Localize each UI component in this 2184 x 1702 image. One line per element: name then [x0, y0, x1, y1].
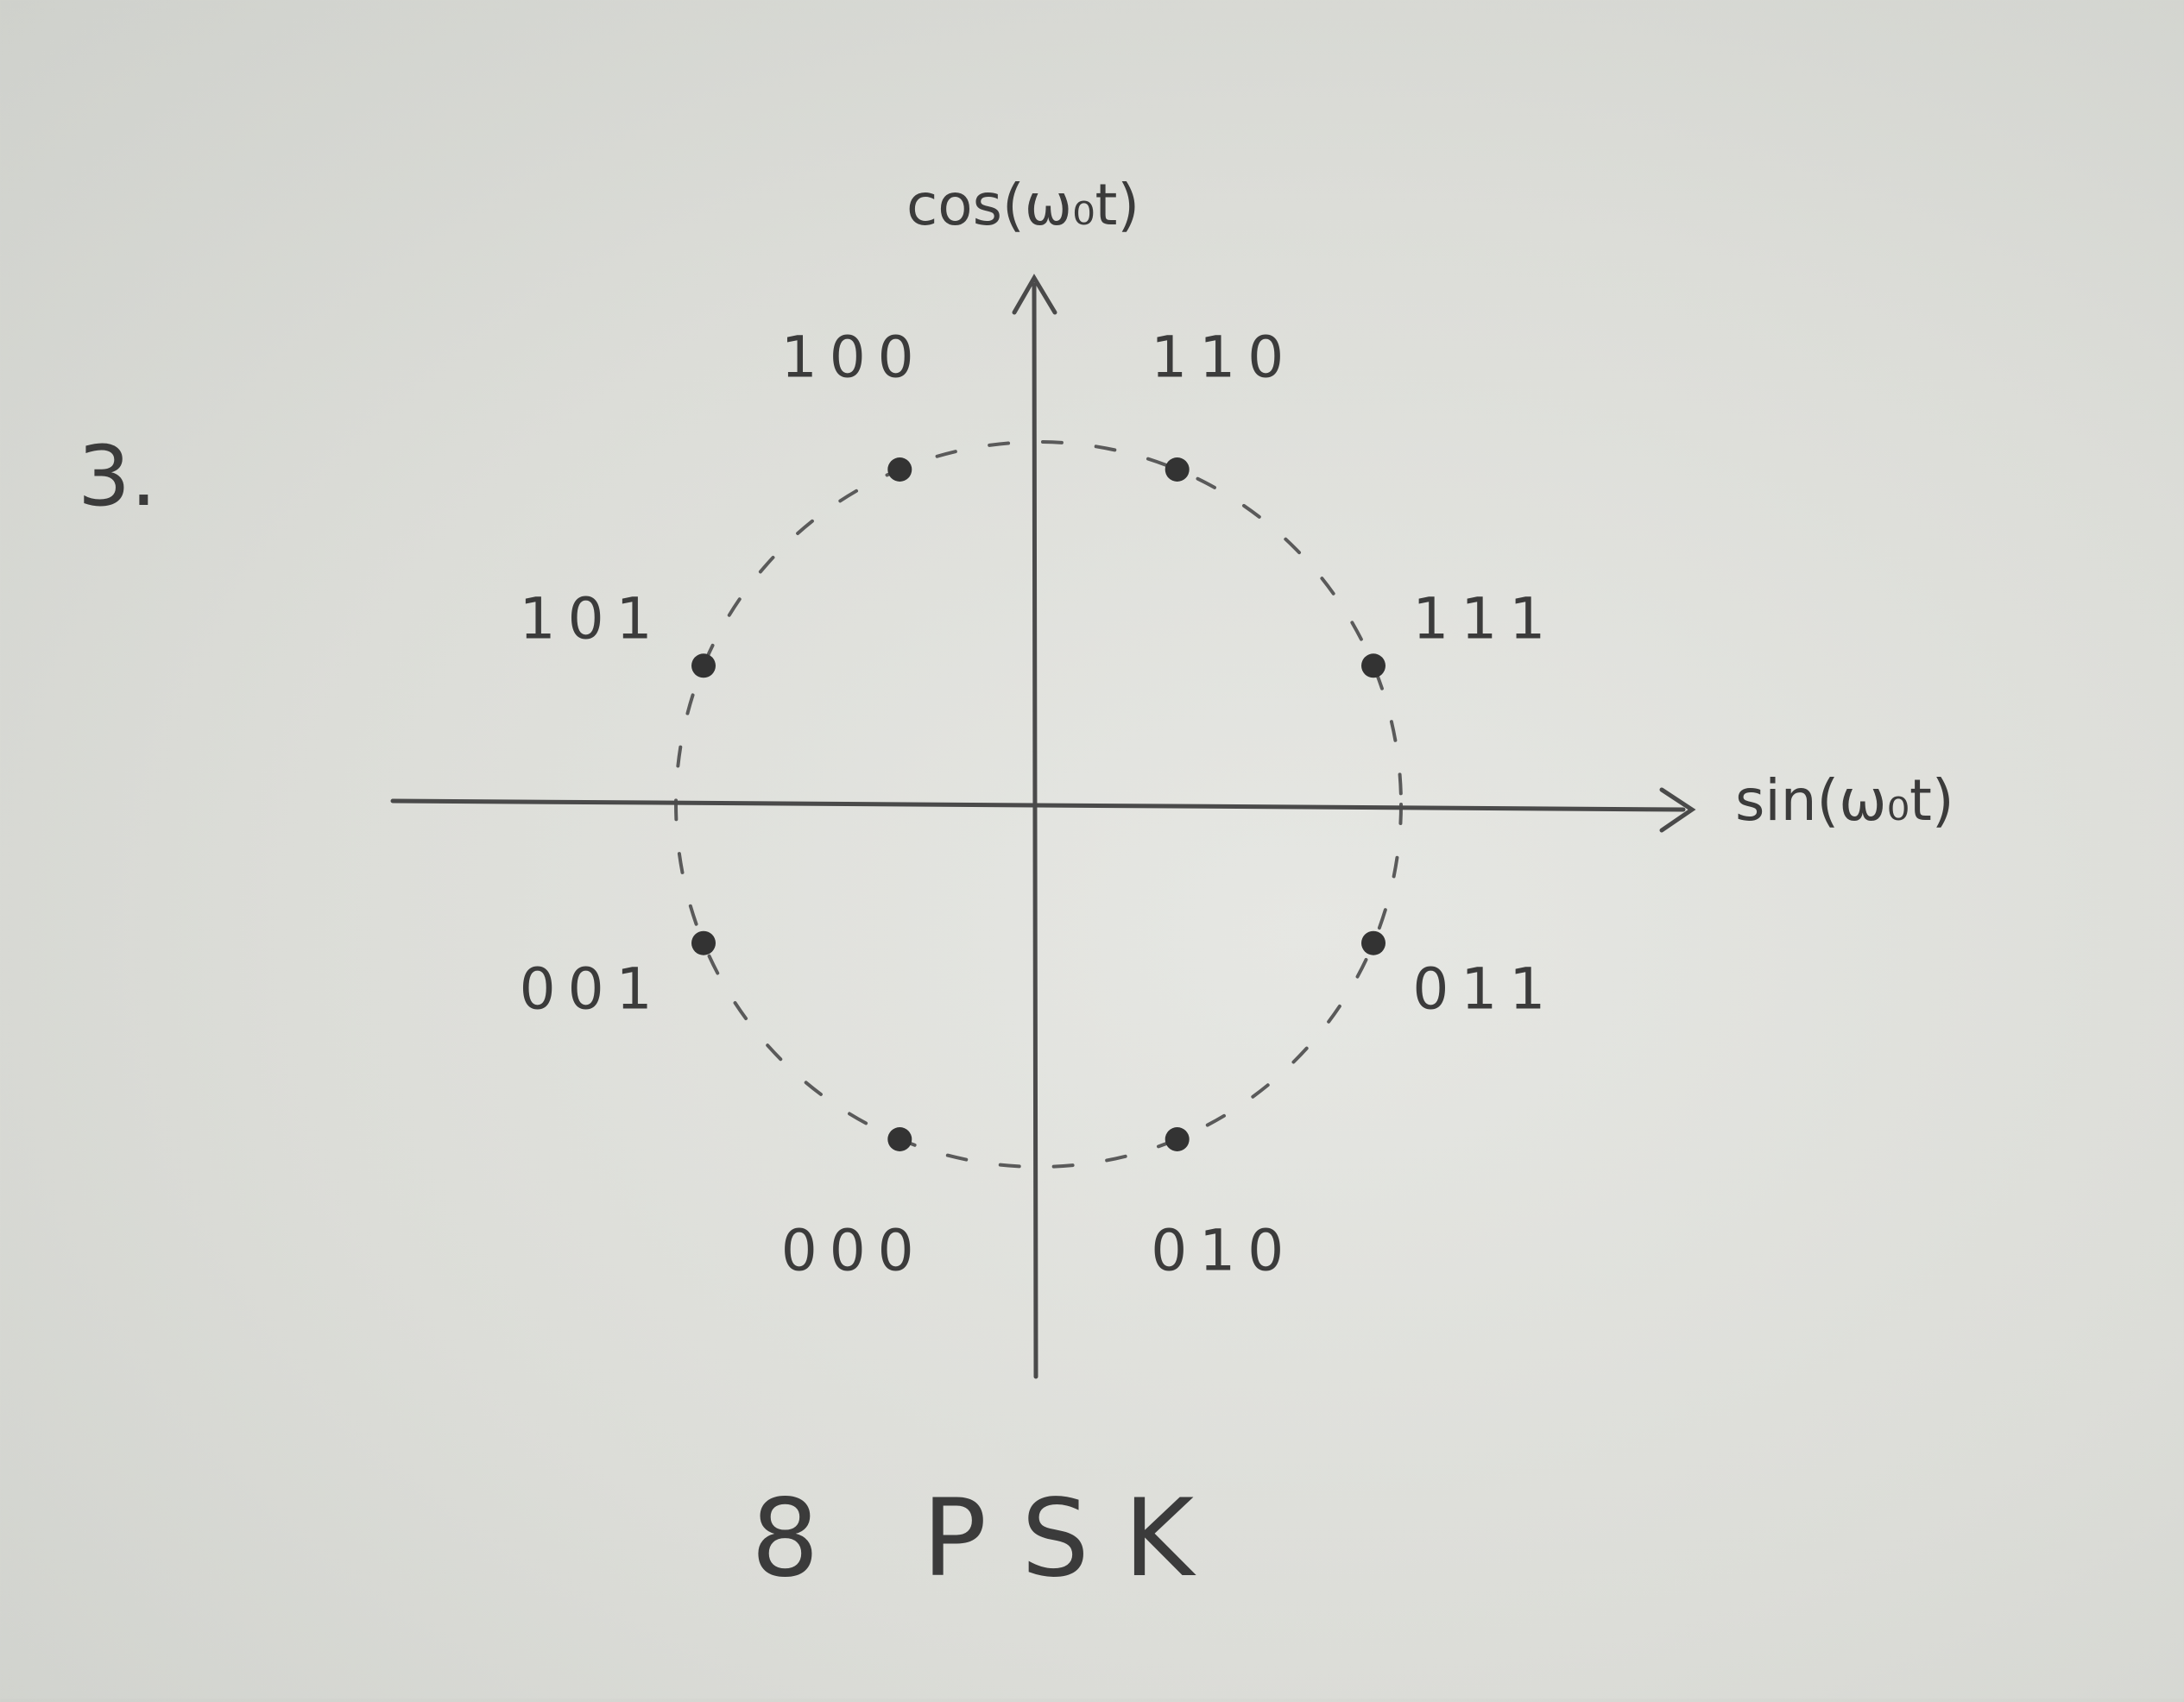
- constellation-label: 000: [781, 1217, 926, 1283]
- vertical-axis: [1012, 274, 1057, 1379]
- constellation-label: 001: [520, 955, 665, 1022]
- constellation-point: [1361, 653, 1386, 678]
- constellation-point: [887, 1127, 912, 1151]
- constellation-points: [691, 457, 1386, 1151]
- constellation-point: [691, 653, 716, 678]
- constellation-label: 011: [1412, 955, 1557, 1022]
- constellation-label: 110: [1151, 325, 1296, 391]
- constellation-label: 111: [1412, 586, 1557, 652]
- constellation-label: 101: [520, 586, 665, 652]
- vertical-arrow-head: [1012, 274, 1057, 315]
- constellation-label: 010: [1151, 1217, 1296, 1283]
- constellation-labels: 110 111 011 010 000 001 101 100: [520, 325, 1557, 1284]
- vertical-axis-label: cos(ω₀t): [906, 172, 1139, 238]
- horizontal-axis: [390, 787, 1696, 833]
- constellation-point: [691, 930, 716, 955]
- constellation-label: 100: [781, 325, 926, 391]
- diagram-caption: 8 PSK: [751, 1477, 1228, 1601]
- horizontal-arrow-head: [1659, 787, 1696, 833]
- constellation-point: [1165, 457, 1190, 482]
- constellation-point: [1361, 930, 1386, 955]
- problem-number: 3.: [78, 428, 157, 525]
- constellation-point: [887, 457, 912, 482]
- constellation-point: [1165, 1127, 1190, 1151]
- horizontal-axis-label: sin(ω₀t): [1735, 767, 1954, 834]
